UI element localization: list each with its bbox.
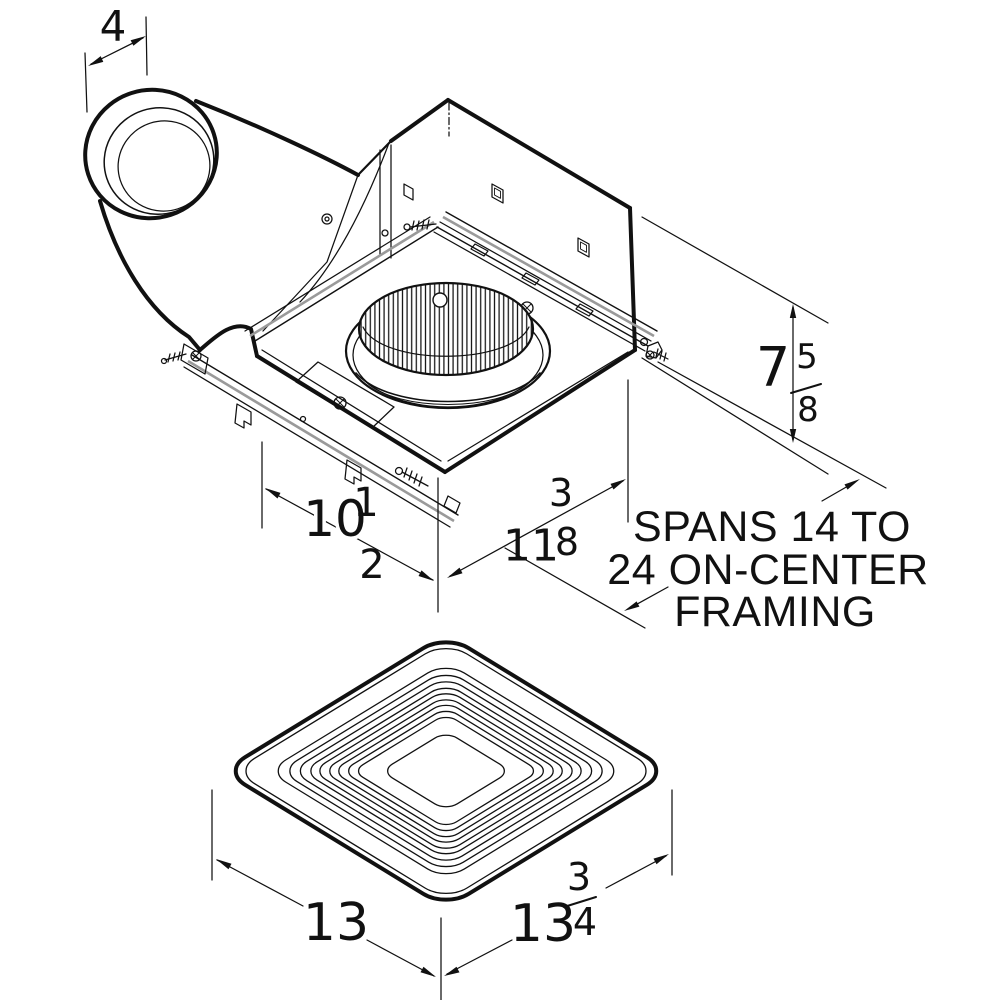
grille-width-value: 13	[303, 893, 369, 953]
housing-height-denominator: 8	[797, 390, 819, 430]
grille-depth-numerator: 3	[567, 855, 591, 899]
grille-depth-denominator: 4	[573, 900, 597, 944]
housing-depth-whole: 11	[503, 521, 559, 572]
grille-depth-whole: 13	[510, 894, 576, 954]
framing-note-line3: FRAMING	[674, 588, 876, 636]
hanger-rail-lower-left	[160, 343, 461, 528]
housing-width-whole: 10	[303, 490, 367, 548]
duct-width-value: 4	[100, 2, 127, 51]
framing-note: SPANS 14 TO 24 ON-CENTER FRAMING	[504, 361, 928, 636]
dim-housing-depth: 11 3 8	[447, 379, 629, 578]
dim-housing-width: 10 1 2	[261, 441, 439, 613]
blower-opening	[261, 281, 629, 462]
dim-housing-height: 7 5 8	[641, 216, 829, 475]
dim-grille-depth: 13 3 4	[444, 789, 673, 976]
housing-height-numerator: 5	[796, 337, 818, 377]
dim-grille-width: 13	[211, 789, 442, 1000]
housing-width-numerator: 1	[353, 480, 378, 526]
housing-depth-denominator: 8	[555, 520, 579, 564]
fan-housing	[83, 87, 669, 528]
dim-duct-width: 4	[84, 2, 148, 113]
housing-depth-numerator: 3	[549, 471, 573, 515]
grille-cover	[223, 634, 670, 907]
housing-box	[244, 98, 637, 474]
duct-outlet-icon	[83, 87, 393, 358]
framing-note-line1: SPANS 14 TO	[633, 503, 911, 551]
framing-note-line2: 24 ON-CENTER	[607, 546, 928, 594]
housing-height-whole: 7	[756, 336, 790, 399]
hanger-rail-upper-right	[403, 211, 669, 362]
housing-width-denominator: 2	[359, 542, 384, 588]
